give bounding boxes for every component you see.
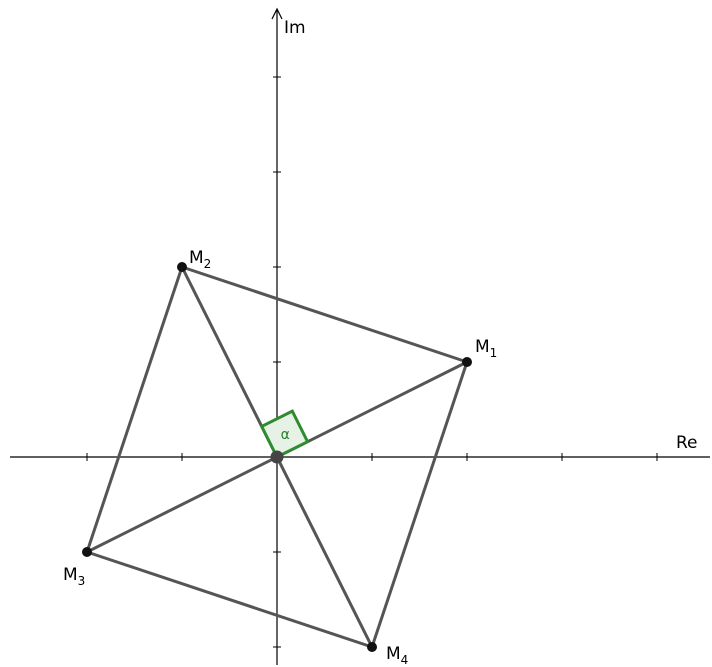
label-m4: M4 — [386, 644, 408, 667]
point-m1 — [462, 357, 472, 367]
im-axis-label: Im — [284, 18, 306, 38]
angle-label: α — [281, 427, 290, 443]
axis-ticks — [86, 76, 658, 648]
origin-point — [270, 450, 284, 464]
label-m2: M2 — [189, 248, 211, 271]
point-m4 — [367, 642, 377, 652]
re-axis-label: Re — [676, 433, 698, 453]
edge-m3-m4 — [85, 550, 374, 649]
point-m2 — [177, 262, 187, 272]
edge-m4-m1 — [370, 360, 469, 649]
square-edges — [85, 265, 469, 649]
label-m1: M1 — [475, 337, 497, 360]
edge-m2-m3 — [85, 265, 184, 554]
edge-m1-m2 — [180, 265, 469, 364]
points — [82, 262, 472, 652]
right-angle-marker: α — [259, 409, 310, 460]
im-axis-arrow — [271, 7, 283, 20]
label-m3: M3 — [63, 565, 85, 588]
right-angle-box — [259, 409, 310, 460]
axes — [10, 7, 710, 665]
point-m3 — [82, 547, 92, 557]
